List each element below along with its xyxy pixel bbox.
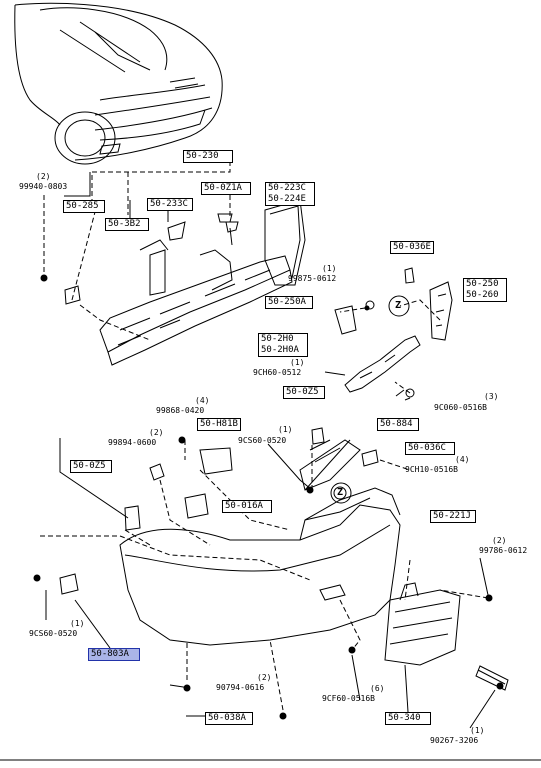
solid-leaders xyxy=(45,172,496,729)
callout-9cs60-top-qty: (1) xyxy=(278,425,293,434)
callout-99940-code[interactable]: 99940-0803 xyxy=(19,182,68,191)
callout-90794-code[interactable]: 90794-0616 xyxy=(216,683,265,692)
leader-lines xyxy=(40,160,489,711)
callout-9ch60-code[interactable]: 9CH60-0512 xyxy=(253,368,302,377)
callout-9ch10-code[interactable]: 9CH10-0516B xyxy=(405,465,458,474)
callout-99875-qty: (1) xyxy=(322,264,337,273)
callout-99894-code[interactable]: 99894-0600 xyxy=(108,438,157,447)
callout-9cs60-bottom-code[interactable]: 9CS60-0520 xyxy=(29,629,78,638)
callout-99894-qty: (2) xyxy=(149,428,164,437)
z-marker-top: Z xyxy=(395,300,402,311)
part-box-50-036c[interactable]: 50-036C xyxy=(405,442,455,455)
callout-9ch10-qty: (4) xyxy=(455,455,470,464)
part-box-50-221j[interactable]: 50-221J xyxy=(430,510,476,523)
callout-9cf60-code[interactable]: 9CF60-0516B xyxy=(322,694,375,703)
part-box-50-230[interactable]: 50-230 xyxy=(183,150,233,163)
callout-9ch60-qty: (1) xyxy=(290,358,305,367)
part-box-50-250a[interactable]: 50-250A xyxy=(265,296,313,309)
callout-99875-code[interactable]: 99875-0612 xyxy=(288,274,337,283)
part-box-50-016a[interactable]: 50-016A xyxy=(222,500,272,513)
part-box-50-0z5-top[interactable]: 50-0Z5 xyxy=(283,386,325,399)
part-box-50-340[interactable]: 50-340 xyxy=(385,712,431,725)
part-box-50-h81b[interactable]: 50-H81B xyxy=(197,418,241,431)
callout-9cf60-qty: (6) xyxy=(370,684,385,693)
part-box-50-3b2[interactable]: 50-3B2 xyxy=(105,218,149,231)
callout-99786-code[interactable]: 99786-0612 xyxy=(479,546,528,555)
callout-9cs60-top-code[interactable]: 9CS60-0520 xyxy=(238,436,287,445)
callout-99868-qty: (4) xyxy=(195,396,210,405)
part-box-50-803a-highlighted[interactable]: 50-803A xyxy=(88,648,140,661)
part-box-50-0z5-left[interactable]: 50-0Z5 xyxy=(70,460,112,473)
car-body-drawing xyxy=(14,2,223,165)
callout-99786-qty: (2) xyxy=(492,536,507,545)
callout-90794-qty: (2) xyxy=(257,673,272,682)
part-box-50-233c[interactable]: 50-233C xyxy=(147,198,193,211)
callout-99868-code[interactable]: 99868-0420 xyxy=(156,406,205,415)
callout-90267-qty: (1) xyxy=(470,726,485,735)
callout-99940-qty: (2) xyxy=(36,172,51,181)
bumper-cover-drawing xyxy=(119,439,401,646)
side-brackets-drawing xyxy=(334,267,453,398)
callout-9c060-code[interactable]: 9C060-0516B xyxy=(434,403,487,412)
callout-9cs60-bottom-qty: (1) xyxy=(70,619,85,628)
small-parts-drawing xyxy=(59,213,379,595)
callout-90267-code[interactable]: 90267-3206 xyxy=(430,736,479,745)
part-box-50-036e[interactable]: 50-036E xyxy=(390,241,434,254)
part-box-50-884[interactable]: 50-884 xyxy=(377,418,419,431)
part-box-50-285[interactable]: 50-285 xyxy=(63,200,105,213)
part-box-50-038a[interactable]: 50-038A xyxy=(205,712,253,725)
callout-9c060-qty: (3) xyxy=(484,392,499,401)
part-box-50-0z1a[interactable]: 50-0Z1A xyxy=(201,182,251,195)
z-marker-bottom: Z xyxy=(337,487,344,498)
z-marker-circles xyxy=(330,295,410,504)
